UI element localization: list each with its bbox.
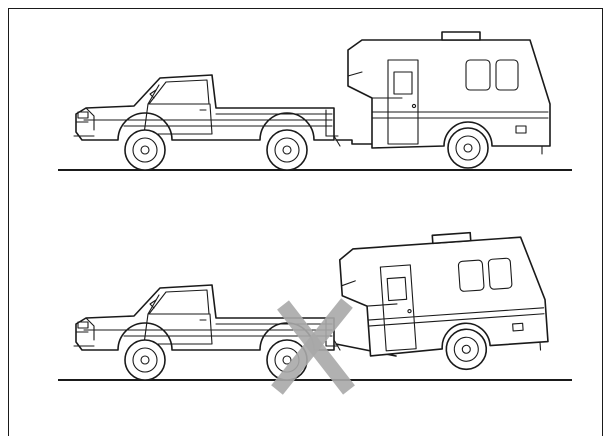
correct-towing-panel: [58, 32, 572, 170]
incorrect-towing-panel: [58, 228, 572, 390]
camper-trailer: [338, 228, 549, 378]
camper-trailer: [348, 32, 550, 168]
pickup-truck: [74, 75, 338, 170]
